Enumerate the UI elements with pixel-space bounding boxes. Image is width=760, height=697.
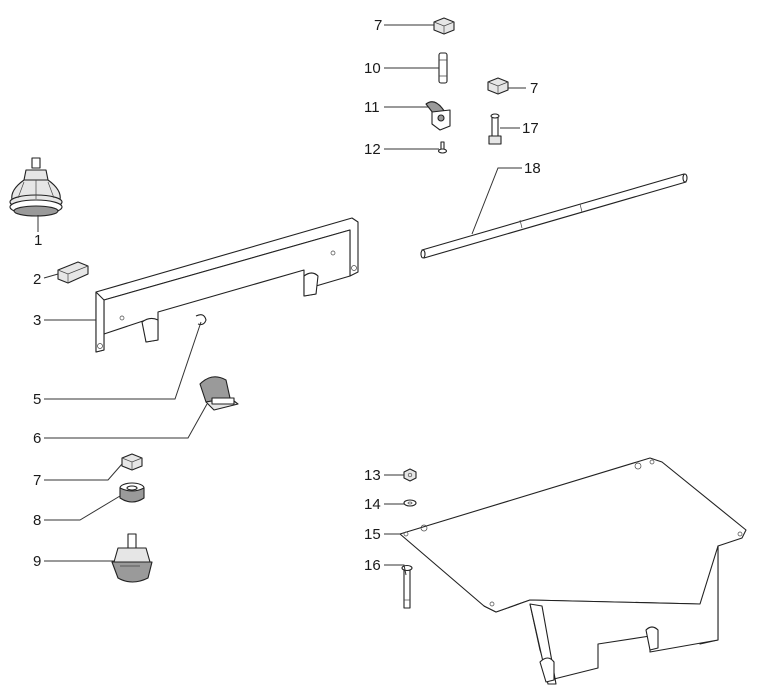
callout-9: 9 <box>33 553 41 570</box>
callout-7-left: 7 <box>33 472 41 489</box>
callout-7-top: 7 <box>374 17 382 34</box>
callout-13: 13 <box>364 467 381 484</box>
part-1-clamping-knob <box>9 157 63 217</box>
callout-12: 12 <box>364 141 381 158</box>
part-18-guide-rod <box>420 173 688 259</box>
callout-labels: 1 2 3 5 6 7 8 9 7 10 11 7 12 17 18 13 14… <box>33 17 541 574</box>
callout-1: 1 <box>34 232 42 249</box>
part-11-clamp-lever <box>425 101 451 131</box>
part-17-bolt <box>488 113 502 145</box>
part-5-retaining-clip <box>195 314 207 326</box>
part-16-long-bolt <box>401 564 413 609</box>
part-10-pin <box>438 52 448 84</box>
callout-5: 5 <box>33 391 41 408</box>
callout-16: 16 <box>364 557 381 574</box>
callout-18: 18 <box>524 160 541 177</box>
part-3-rail-bracket <box>95 217 359 353</box>
part-14-washer <box>403 499 417 507</box>
part-7-square-nut-right <box>487 77 509 95</box>
callout-7-right: 7 <box>530 80 538 97</box>
callout-8: 8 <box>33 512 41 529</box>
part-8-rubber-spacer <box>119 482 145 503</box>
callout-6: 6 <box>33 430 41 447</box>
callout-3: 3 <box>33 312 41 329</box>
callout-15: 15 <box>364 526 381 543</box>
part-6-wing-knob <box>199 376 239 411</box>
callout-14: 14 <box>364 496 381 513</box>
callout-17: 17 <box>522 120 539 137</box>
part-7-square-nut-left <box>121 453 143 471</box>
part-2-slide-block <box>57 261 89 284</box>
callout-2: 2 <box>33 271 41 288</box>
part-15-base-plate <box>399 457 747 685</box>
callout-11: 11 <box>364 99 380 116</box>
part-9-foot-knob <box>111 533 153 583</box>
part-7-square-nut-top <box>433 17 455 35</box>
part-12-small-screw <box>437 141 448 154</box>
part-13-hex-nut <box>403 468 417 482</box>
callout-10: 10 <box>364 60 381 77</box>
leader-lines <box>37 24 526 576</box>
